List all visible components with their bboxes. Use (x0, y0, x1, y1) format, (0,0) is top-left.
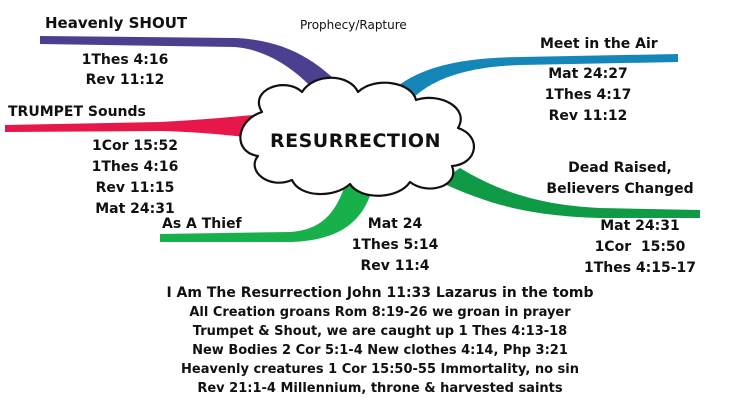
center-label: RESURRECTION (270, 130, 441, 152)
ref-item: 1Cor 15:50 (594, 239, 686, 255)
top-caption: Prophecy/Rapture (300, 18, 407, 32)
branch-heavenly-shout (40, 36, 352, 102)
ref-item: Mat 24:31 (95, 201, 175, 217)
label-dead-raised: Dead Raised, Believers Changed (540, 158, 700, 200)
summary-lines: I Am The Resurrection John 11:33 Lazarus… (160, 284, 600, 398)
ref-item: 1Thes 4:17 (544, 87, 632, 103)
label-meet-in-air: Meet in the Air (540, 36, 658, 52)
ref-item: Mat 24:31 (600, 218, 680, 234)
summary-line: I Am The Resurrection John 11:33 Lazarus… (166, 285, 594, 301)
summary-line: Trumpet & Shout, we are caught up 1 Thes… (192, 324, 568, 339)
ref-item: Rev 11:12 (85, 72, 165, 88)
branch-as-a-thief (160, 185, 372, 242)
label-line: Believers Changed (546, 181, 694, 197)
resurrection-cloud (239, 76, 476, 197)
label-as-a-thief: As A Thief (162, 216, 242, 232)
ref-item: 1Thes 4:15-17 (583, 260, 697, 276)
ref-item: Mat 24 (367, 216, 423, 232)
refs-heavenly-shout: 1Thes 4:16 Rev 11:12 (70, 50, 180, 90)
ref-item: Rev 11:4 (360, 258, 430, 274)
ref-item: 1Thes 4:16 (91, 159, 179, 175)
ref-item: 1Thes 4:16 (81, 52, 169, 68)
summary-line: All Creation groans Rom 8:19-26 we groan… (189, 305, 571, 320)
summary-line: Rev 21:1-4 Millennium, throne & harveste… (197, 381, 563, 396)
ref-item: Rev 11:12 (548, 108, 628, 124)
refs-dead-raised: Mat 24:31 1Cor 15:50 1Thes 4:15-17 (570, 216, 710, 279)
refs-trumpet-sounds: 1Cor 15:52 1Thes 4:16 Rev 11:15 Mat 24:3… (80, 136, 190, 220)
refs-meet-in-air: Mat 24:27 1Thes 4:17 Rev 11:12 (528, 64, 648, 127)
summary-line: Heavenly creatures 1 Cor 15:50-55 Immort… (181, 362, 579, 377)
ref-item: Mat 24:27 (548, 66, 628, 82)
label-heavenly-shout: Heavenly SHOUT (45, 14, 188, 32)
ref-item: 1Thes 5:14 (351, 237, 439, 253)
ref-item: Rev 11:15 (95, 180, 175, 196)
summary-line: New Bodies 2 Cor 5:1-4 New clothes 4:14,… (192, 343, 568, 358)
label-trumpet-sounds: TRUMPET Sounds (8, 104, 146, 120)
refs-as-a-thief: Mat 24 1Thes 5:14 Rev 11:4 (340, 214, 450, 277)
label-line: Dead Raised, (568, 160, 672, 176)
branch-dead-raised (440, 168, 700, 218)
branch-meet-in-air (382, 54, 678, 106)
branch-trumpet-sounds (5, 114, 270, 140)
ref-item: 1Cor 15:52 (92, 138, 178, 154)
